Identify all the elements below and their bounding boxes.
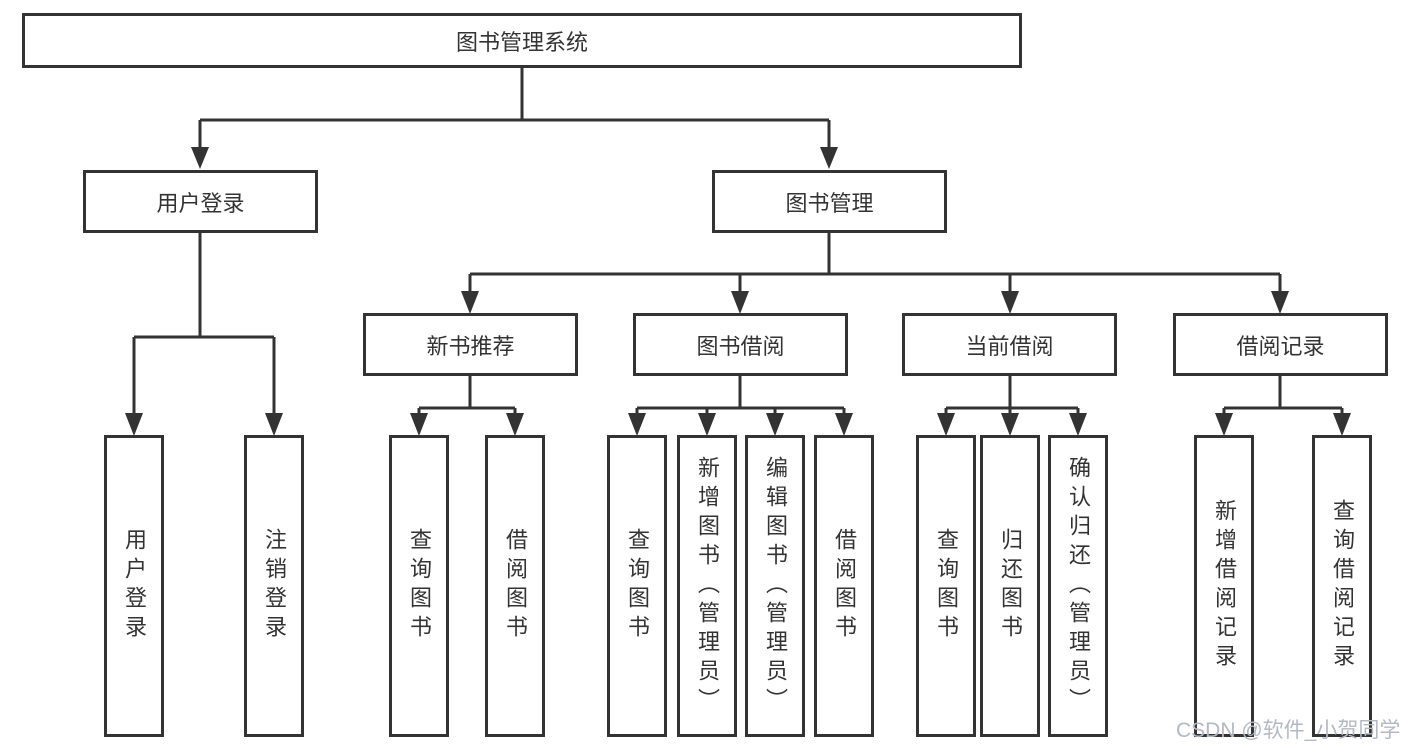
node-leaf-query-books-1: 查询图书: [389, 435, 449, 737]
node-leaf-add-borrow-record: 新增借阅记录: [1194, 435, 1254, 737]
node-label: 归还图书: [998, 528, 1023, 644]
node-leaf-return-book: 归还图书: [980, 435, 1040, 737]
connector-book-management: [461, 233, 1289, 314]
node-leaf-add-book-admin: 新增图书（管理员）: [677, 435, 737, 737]
node-leaf-borrow-books-1: 借阅图书: [485, 435, 545, 737]
node-root: 图书管理系统: [22, 13, 1022, 68]
node-module-current-borrow: 当前借阅: [902, 313, 1117, 376]
node-leaf-logout: 注销登录: [244, 435, 304, 737]
connector-new-book-recommend: [410, 376, 524, 436]
node-module-borrow-records: 借阅记录: [1173, 313, 1388, 376]
node-leaf-query-books-2: 查询图书: [607, 435, 667, 737]
node-module-book-borrow: 图书借阅: [633, 313, 848, 376]
node-leaf-query-borrow-record: 查询借阅记录: [1312, 435, 1372, 737]
node-label: 当前借阅: [965, 333, 1054, 359]
node-label: 查询图书: [934, 528, 959, 644]
node-leaf-edit-book-admin: 编辑图书（管理员）: [745, 435, 805, 737]
watermark: CSDN @软件_小贺同学: [1176, 719, 1401, 742]
node-leaf-borrow-books-2: 借阅图书: [814, 435, 874, 737]
node-book-management-branch: 图书管理: [712, 170, 947, 233]
connector-book-borrow: [628, 376, 853, 436]
node-label: 注销登录: [262, 528, 287, 644]
node-leaf-confirm-return-admin: 确认归还（管理员）: [1048, 435, 1108, 737]
node-label: 确认归还（管理员）: [1066, 455, 1091, 717]
node-root-label: 图书管理系统: [455, 29, 588, 55]
node-label: 新增借阅记录: [1212, 499, 1237, 673]
node-label: 借阅图书: [832, 528, 857, 644]
node-label: 借阅图书: [503, 528, 528, 644]
node-leaf-query-books-3: 查询图书: [916, 435, 976, 737]
node-user-login-branch: 用户登录: [83, 170, 318, 233]
node-leaf-user-login: 用户登录: [104, 435, 164, 737]
node-label: 用户登录: [156, 190, 245, 216]
node-module-new-book-recommend: 新书推荐: [363, 313, 578, 376]
node-label: 新书推荐: [426, 333, 515, 359]
connector-root: [191, 68, 838, 169]
node-label: 新增图书（管理员）: [695, 455, 720, 717]
node-label: 查询借阅记录: [1330, 499, 1355, 673]
node-label: 编辑图书（管理员）: [763, 455, 788, 717]
node-label: 图书管理: [785, 190, 874, 216]
node-label: 借阅记录: [1236, 333, 1325, 359]
node-label: 用户登录: [122, 528, 147, 644]
node-label: 查询图书: [625, 528, 650, 644]
node-label: 查询图书: [407, 528, 432, 644]
connector-current-borrow: [937, 376, 1087, 436]
connector-user-login: [125, 233, 283, 436]
node-label: 图书借阅: [696, 333, 785, 359]
connector-borrow-records: [1215, 376, 1351, 436]
